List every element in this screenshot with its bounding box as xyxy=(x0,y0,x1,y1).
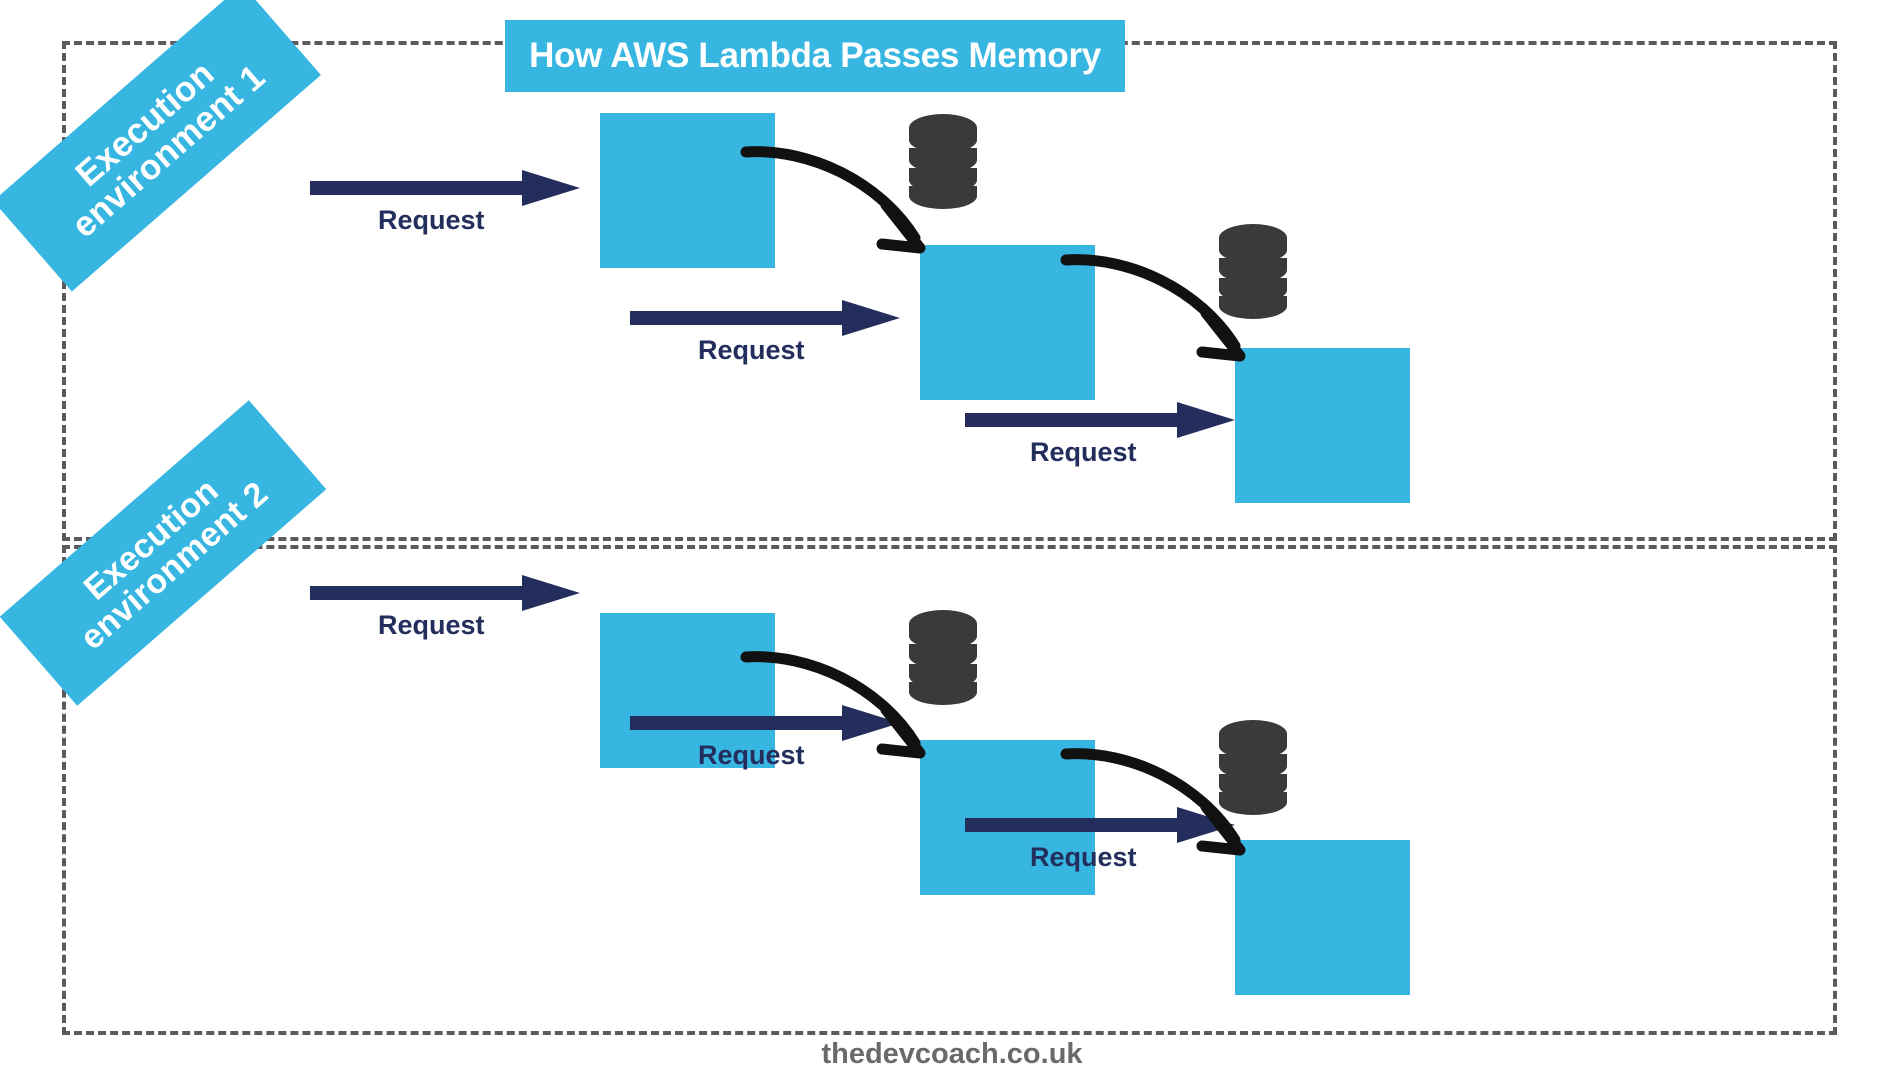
database-icon xyxy=(905,608,981,712)
request-label-2-3: Request xyxy=(1030,842,1137,872)
request-label-2-1: Request xyxy=(378,610,485,640)
lambda-block-1-1 xyxy=(600,113,775,268)
request-label-1-3: Request xyxy=(1030,437,1137,467)
database-icon xyxy=(1215,222,1291,326)
request-label-2-2: Request xyxy=(698,740,805,770)
request-arrow-2-1 xyxy=(310,573,580,619)
title-banner: How AWS Lambda Passes Memory xyxy=(505,20,1125,92)
page-title: How AWS Lambda Passes Memory xyxy=(529,36,1101,75)
execution-environment-2-container xyxy=(62,545,1837,1035)
database-icon xyxy=(1215,718,1291,822)
request-label-1-1: Request xyxy=(378,205,485,235)
footer-attribution: thedevcoach.co.uk xyxy=(821,1038,1083,1070)
request-arrow-1-1 xyxy=(310,168,580,214)
request-arrow-1-2 xyxy=(630,298,900,344)
lambda-block-1-3 xyxy=(1235,348,1410,503)
request-label-1-2: Request xyxy=(698,335,805,365)
lambda-block-2-3 xyxy=(1235,840,1410,995)
database-icon xyxy=(905,112,981,216)
request-arrow-1-3 xyxy=(965,400,1235,446)
lambda-block-1-2 xyxy=(920,245,1095,400)
